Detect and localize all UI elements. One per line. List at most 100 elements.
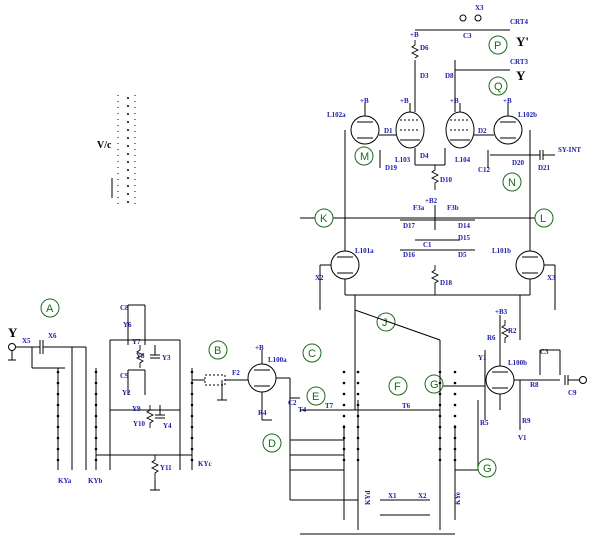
switch-contact: [190, 436, 194, 440]
v1-left: Y1: [478, 354, 487, 362]
r6b-label: R8: [530, 381, 539, 389]
x6-label: X6: [48, 332, 57, 340]
switch-contact: [56, 447, 60, 451]
tube-l100a: L100a: [247, 356, 287, 393]
switch-contact: [56, 425, 60, 429]
switch-contact: [56, 381, 60, 385]
c3-top-label: C3: [463, 32, 472, 40]
x2-side-label: X2: [315, 274, 324, 282]
svg-text:G: G: [483, 463, 492, 475]
switch-contact: [94, 436, 98, 440]
svg-text:N: N: [508, 177, 516, 189]
l101b-label: L101b: [492, 247, 511, 255]
b-plus-104: +B: [450, 97, 459, 105]
vc-scale-dot: [127, 201, 129, 203]
kya-label: KYa: [58, 477, 72, 485]
b-plus-l100a: +B: [255, 344, 264, 352]
c2-label: C2: [288, 399, 297, 407]
switch-contact: [438, 458, 442, 462]
t7-label: T7: [325, 402, 334, 410]
switch-contact: [342, 370, 346, 374]
test-point-j: J: [376, 312, 396, 332]
switch-contact: [356, 403, 360, 407]
tube-l100b: L100b: [485, 359, 527, 395]
kyc-label: KYc: [198, 460, 212, 468]
svg-text:B: B: [214, 345, 221, 357]
y-input-connector: [8, 343, 16, 351]
switch-kya[interactable]: KYa: [57, 368, 72, 485]
switch-contact: [190, 403, 194, 407]
d21-label: D21: [538, 164, 551, 172]
switch-contact: [342, 414, 346, 418]
stage-l101: L101a L101b X2 X3 D18 J F3a F: [300, 197, 556, 410]
switch-contact: [94, 370, 98, 374]
switch-contact: [56, 370, 60, 374]
c9-label: C9: [120, 372, 129, 380]
switch-contact: [438, 370, 442, 374]
kye-label: KYe: [454, 492, 462, 505]
y7-label: Y7: [132, 338, 141, 346]
vc-scale-dot: [127, 153, 129, 155]
d16-label: D16: [403, 251, 416, 259]
vc-scale-dot: [127, 121, 129, 123]
switch-contact: [453, 403, 457, 407]
l102a-label: L102a: [327, 111, 346, 119]
svg-text:L: L: [540, 213, 546, 225]
switch-contact: [438, 425, 442, 429]
c8-label: C8: [120, 304, 129, 312]
vc-scale-dot: [127, 193, 129, 195]
r5-label: R5: [480, 419, 489, 427]
svg-text:G: G: [430, 379, 439, 391]
switch-contact: [94, 381, 98, 385]
y9-label: Y9: [132, 405, 141, 413]
d4-label: D4: [420, 152, 429, 160]
switch-contact: [356, 436, 360, 440]
x3-side-label: X3: [547, 274, 556, 282]
f3b-label: F3b: [447, 204, 459, 212]
d5-label: D5: [458, 251, 467, 259]
test-point-m: M: [354, 146, 374, 166]
switch-contact: [94, 425, 98, 429]
y6-label: Y6: [123, 321, 132, 329]
switch-contact: [453, 381, 457, 385]
d18-label: D18: [440, 279, 453, 287]
vc-scale-dot: [127, 97, 129, 99]
vc-scale: V/c: [97, 95, 136, 205]
l100b-label: L100b: [508, 359, 527, 367]
svg-text:C: C: [308, 348, 316, 360]
y10-label: Y10: [133, 420, 146, 428]
r4-label: R4: [258, 409, 267, 417]
output-connector[interactable]: [579, 376, 587, 384]
b-plus3-label: +B3: [495, 308, 508, 316]
e8-label: C3: [540, 348, 549, 356]
vc-label: V/c: [97, 140, 112, 151]
switch-contact: [453, 458, 457, 462]
vc-scale-dot: [127, 129, 129, 131]
b-plus-102a: +B: [360, 97, 369, 105]
switch-contact: [453, 425, 457, 429]
test-point-e: E: [306, 386, 326, 406]
svg-text:A: A: [46, 303, 54, 315]
l104-label: L104: [455, 156, 471, 164]
f3a-label: F3a: [413, 204, 425, 212]
switch-contact: [342, 425, 346, 429]
switch-kyb[interactable]: KYb: [88, 368, 103, 485]
svg-text:E: E: [312, 391, 319, 403]
switch-contact: [438, 436, 442, 440]
switch-contact: [94, 447, 98, 451]
switch-contact: [342, 458, 346, 462]
switch-bank-kye[interactable]: KYe: [439, 400, 462, 530]
test-point-k: K: [314, 208, 334, 228]
y3-label: Y3: [162, 354, 171, 362]
svg-text:J: J: [382, 317, 388, 329]
switch-contact: [190, 370, 194, 374]
switch-bank-kyd[interactable]: KYd: [343, 400, 372, 530]
tube-l101a: L101a: [330, 247, 374, 280]
l101a-label: L101a: [355, 247, 374, 255]
test-point-d: D: [262, 433, 282, 453]
tube-l102b: L102b: [493, 111, 537, 145]
switch-kyc[interactable]: KYc: [191, 368, 212, 470]
switch-contact: [56, 392, 60, 396]
switch-contact: [342, 403, 346, 407]
switch-contact: [453, 370, 457, 374]
